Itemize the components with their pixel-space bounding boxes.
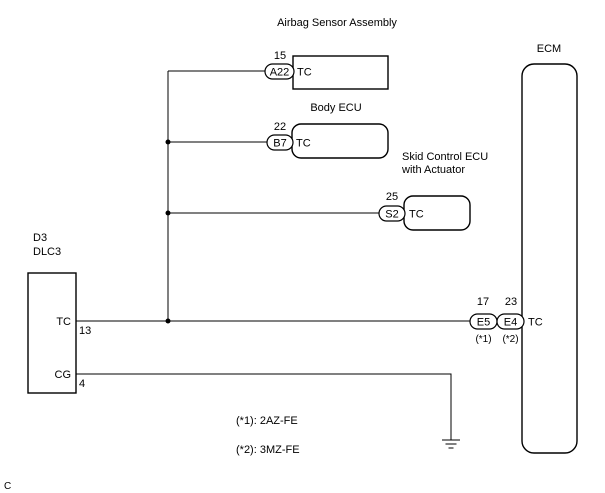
wiring <box>76 70 470 440</box>
skid-title-line2: with Actuator <box>401 164 465 176</box>
airbag-title: Airbag Sensor Assembly <box>277 17 397 29</box>
note-1: (*1): 2AZ-FE <box>236 415 298 427</box>
cg-ground-wire <box>76 373 452 440</box>
airbag-connector-label: A22 <box>270 67 290 79</box>
skid-title-line1: Skid Control ECU <box>402 151 488 163</box>
airbag-connector <box>264 63 295 80</box>
ecm-terminal: TC <box>528 317 543 329</box>
dlc3-name: DLC3 <box>33 246 61 258</box>
ground-icon <box>442 439 460 449</box>
skid-connector <box>378 205 406 222</box>
ecm-box <box>521 63 578 454</box>
dlc3-cg-terminal: CG <box>55 369 72 381</box>
splice-dot-skid <box>165 210 171 216</box>
note-2: (*2): 3MZ-FE <box>236 444 300 456</box>
airbag-terminal: TC <box>297 67 312 79</box>
splice-dot-main <box>165 318 171 324</box>
ecm-note-e5: (*1) <box>475 334 491 345</box>
body-ecu-connector-label: B7 <box>273 138 286 150</box>
airbag-sensor-box <box>292 55 389 90</box>
ecm-connector-e4-label: E4 <box>504 317 517 329</box>
dlc3-box <box>27 272 77 394</box>
corner-label: C <box>4 481 11 492</box>
ecm-note-e4: (*2) <box>502 334 518 345</box>
ecm-connector-e5-label: E5 <box>477 317 490 329</box>
dlc3-cg-pin-number: 4 <box>79 378 85 390</box>
ecm-pin-number-e4: 23 <box>505 296 517 308</box>
skid-connector-label: S2 <box>385 209 398 221</box>
dlc3-tc-pin-number: 13 <box>79 325 91 337</box>
airbag-pin-number: 15 <box>274 50 286 62</box>
body-ecu-terminal: TC <box>296 138 311 150</box>
skid-pin-number: 25 <box>386 191 398 203</box>
ecm-connector-e4 <box>496 313 525 330</box>
ecm-pin-number-e5: 17 <box>477 296 489 308</box>
skid-terminal: TC <box>409 209 424 221</box>
splice-dot-body <box>165 139 171 145</box>
body-ecu-title: Body ECU <box>310 102 361 114</box>
body-ecu-pin-number: 22 <box>274 121 286 133</box>
dlc3-tc-terminal: TC <box>56 316 71 328</box>
ecm-title: ECM <box>537 43 561 55</box>
body-ecu-connector <box>266 134 294 151</box>
dlc3-id: D3 <box>33 232 47 244</box>
